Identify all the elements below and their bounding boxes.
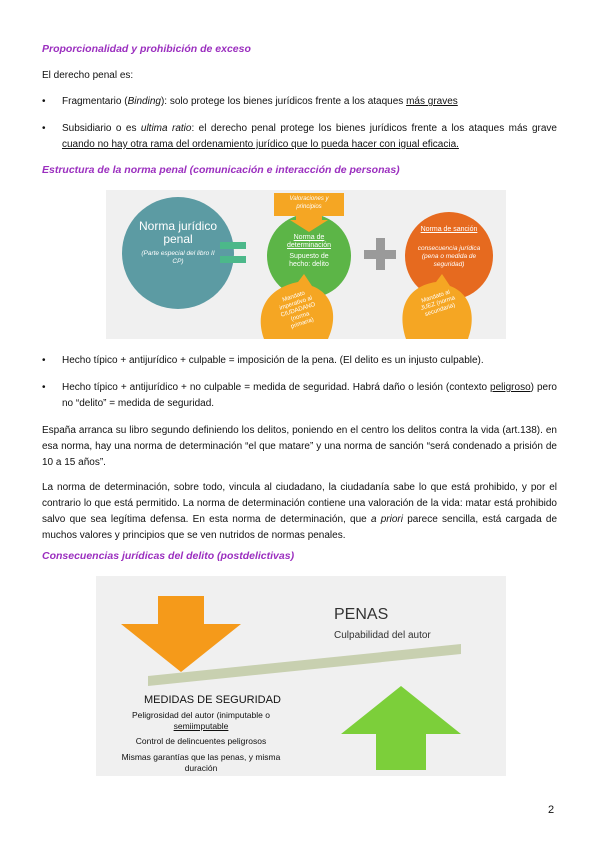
equals-sign-icon: [220, 242, 246, 249]
consecuencias-diagram: PENAS Culpabilidad del autor MEDIDAS DE …: [96, 576, 506, 776]
paragraph-determinacion: La norma de determinación, sobre todo, v…: [42, 482, 558, 541]
sancion-title: Norma de sanción: [420, 226, 478, 233]
bullet-icon: •: [42, 355, 46, 366]
sancion-circle: [405, 212, 493, 300]
intro-text: El derecho penal es:: [42, 70, 134, 81]
norma-diagram-svg: [122, 193, 493, 339]
list-item: • Hecho típico + antijurídico + culpable…: [42, 353, 557, 369]
determinacion-circle: [267, 214, 351, 298]
medidas-line-peligrosidad: Peligrosidad del autor (inimputable o se…: [132, 710, 270, 731]
sancion-subtitle: consecuencia jurídica (pena o medida de …: [417, 245, 481, 268]
mandato-juez-bubble: [402, 274, 472, 339]
bullet-icon: •: [42, 96, 46, 107]
section-heading-proporcionalidad: Proporcionalidad y prohibición de exceso: [42, 43, 251, 55]
arrow-down-icon: [290, 216, 328, 232]
bullet-icon: •: [42, 123, 46, 134]
norma-subtitle: (Parte especial del libro II CP): [141, 250, 215, 265]
section-heading-consecuencias: Consecuencias jurídicas del delito (post…: [42, 550, 295, 562]
valoraciones-box: [274, 193, 344, 216]
norma-title: Norma jurídico penal: [138, 219, 218, 246]
balance-bar: [148, 644, 461, 686]
medidas-line-control: Control de delincuentes peligrosos: [135, 736, 267, 746]
penas-title: PENAS: [334, 606, 389, 623]
determinacion-title: Norma de determinación: [287, 234, 331, 249]
medidas-title: MEDIDAS DE SEGURIDAD: [144, 694, 281, 706]
penas-subtitle: Culpabilidad del autor: [334, 630, 431, 641]
bullet-icon: •: [42, 382, 46, 393]
page-number: 2: [548, 804, 555, 816]
list-item: • Hecho típico + antijurídico + no culpa…: [42, 382, 557, 409]
section-heading-estructura: Estructura de la norma penal (comunicaci…: [42, 164, 400, 176]
paragraph-espana: España arranca su libro segundo definien…: [42, 425, 557, 468]
norma-circle: [122, 197, 234, 309]
orange-arrow-down-icon: [121, 596, 241, 672]
consecuencias-diagram-svg: [121, 596, 461, 770]
list-item: • Fragmentario (Binding): solo protege l…: [42, 94, 557, 110]
norma-penal-diagram: Norma jurídico penal (Parte especial del…: [106, 190, 506, 339]
medidas-line-garantias: Mismas garantías que las penas, y misma …: [121, 752, 281, 773]
determinacion-subtitle: Supuesto de hecho: delito: [289, 253, 329, 268]
mandato-ciudadano-bubble: [260, 274, 334, 339]
list-item: • Subsidiario o es ultima ratio: el dere…: [42, 123, 557, 150]
green-arrow-up-icon: [341, 686, 461, 770]
valoraciones-label: Valoraciones y principios: [289, 196, 329, 210]
